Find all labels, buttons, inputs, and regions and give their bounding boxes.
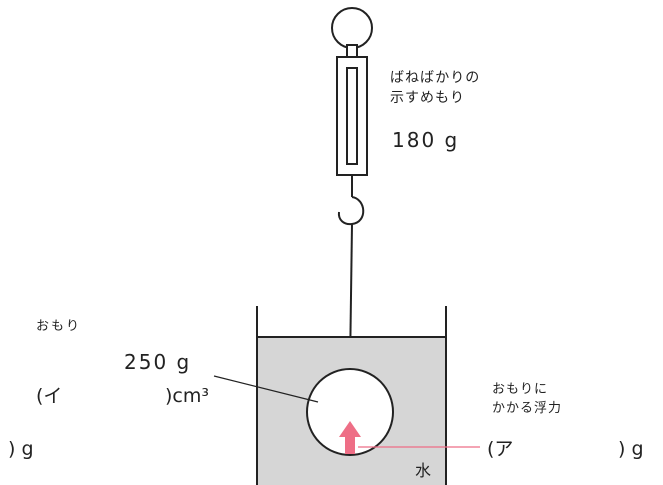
weight-sphere	[306, 368, 394, 456]
buoyancy-label-line1: おもりに	[492, 382, 548, 397]
buoyancy-answer-close: ) g	[618, 438, 644, 460]
weight-paren-close-g: ) g	[8, 438, 34, 460]
scale-neck	[346, 44, 358, 58]
weight-mass: 250 g	[124, 350, 191, 374]
water-label: 水	[415, 461, 431, 480]
weight-volume-close: )cm³	[165, 385, 209, 407]
weight-leader-line	[213, 375, 319, 403]
arrow-shaft	[345, 436, 355, 454]
scale-top-ring	[331, 7, 373, 49]
spring-scale	[331, 7, 373, 226]
weight-title: おもり	[36, 319, 81, 334]
buoyancy-label-line2: かかる浮力	[492, 401, 562, 416]
scale-window	[346, 67, 358, 165]
arrow-head	[339, 421, 361, 437]
scale-hook	[337, 196, 365, 226]
buoyancy-arrow	[339, 421, 361, 454]
scale-reading: 180 g	[392, 128, 459, 152]
weight-volume-open: (イ	[36, 385, 62, 407]
scale-label-line2: 示すめもり	[390, 90, 465, 106]
scale-label-line1: ばねばかりの	[390, 70, 480, 86]
buoyancy-answer-open: (ア	[487, 438, 513, 460]
